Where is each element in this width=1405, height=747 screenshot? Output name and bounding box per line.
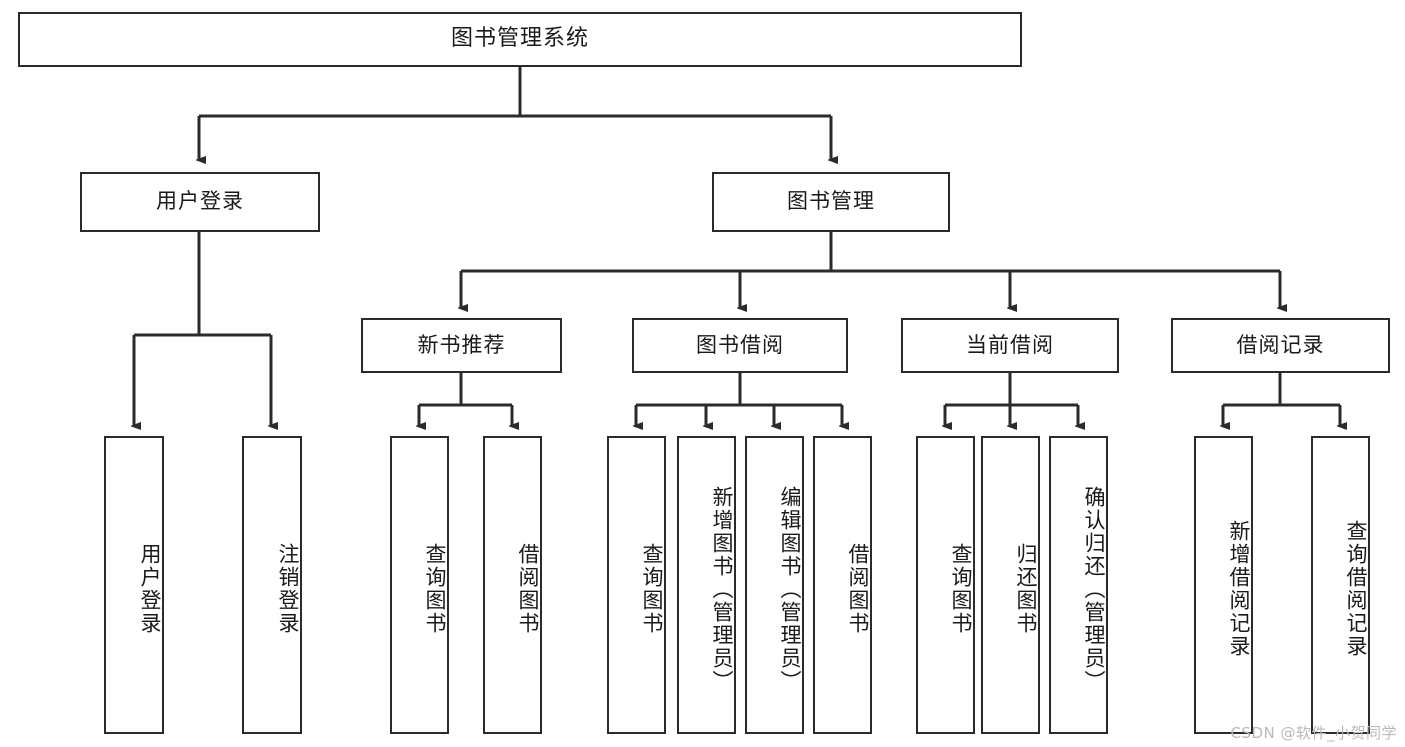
node-new-book-recommend[interactable]: 新书推荐 [361, 318, 562, 373]
leaf-add-borrow-record[interactable]: 新增借阅记录 [1194, 436, 1253, 734]
node-current-borrow-label: 当前借阅 [966, 332, 1054, 357]
leaf-query-borrow-record-label: 查询借阅记录 [1344, 520, 1368, 658]
leaf-user-login-label: 用户登录 [138, 543, 162, 635]
leaf-logout[interactable]: 注销登录 [242, 436, 302, 734]
leaf-query-book-recommend-label: 查询图书 [423, 543, 447, 635]
leaf-query-borrow-record[interactable]: 查询借阅记录 [1311, 436, 1370, 734]
node-book-borrow[interactable]: 图书借阅 [632, 318, 848, 373]
leaf-query-book[interactable]: 查询图书 [607, 436, 666, 734]
leaf-confirm-return-admin-label: 确认归还（管理员） [1082, 485, 1106, 693]
leaf-borrow-book-label: 借阅图书 [846, 543, 870, 635]
node-book-borrow-label: 图书借阅 [696, 332, 784, 357]
leaf-user-login[interactable]: 用户登录 [104, 436, 164, 734]
node-current-borrow[interactable]: 当前借阅 [901, 318, 1119, 373]
leaf-borrow-book-recommend-label: 借阅图书 [516, 543, 540, 635]
node-borrow-records-label: 借阅记录 [1236, 332, 1325, 357]
leaf-edit-book-admin-label: 编辑图书（管理员） [778, 485, 802, 693]
node-user-login[interactable]: 用户登录 [80, 172, 320, 232]
node-user-login-label: 用户登录 [156, 189, 244, 214]
leaf-query-book-label: 查询图书 [640, 543, 664, 635]
node-root-label: 图书管理系统 [450, 26, 589, 52]
node-new-book-recommend-label: 新书推荐 [417, 332, 506, 357]
watermark: CSDN @软件_小贺同学 [1230, 724, 1397, 742]
leaf-logout-label: 注销登录 [276, 543, 300, 635]
leaf-confirm-return-admin[interactable]: 确认归还（管理员） [1049, 436, 1108, 734]
node-book-management[interactable]: 图书管理 [712, 172, 950, 232]
leaf-add-book-admin[interactable]: 新增图书（管理员） [677, 436, 736, 734]
leaf-add-book-admin-label: 新增图书（管理员） [710, 485, 734, 693]
leaf-borrow-book[interactable]: 借阅图书 [813, 436, 872, 734]
leaf-query-book-current[interactable]: 查询图书 [916, 436, 975, 734]
node-root[interactable]: 图书管理系统 [18, 12, 1022, 67]
leaf-return-book[interactable]: 归还图书 [981, 436, 1040, 734]
leaf-edit-book-admin[interactable]: 编辑图书（管理员） [745, 436, 804, 734]
leaf-return-book-label: 归还图书 [1014, 543, 1038, 635]
leaf-query-book-current-label: 查询图书 [949, 543, 973, 635]
leaf-add-borrow-record-label: 新增借阅记录 [1227, 520, 1251, 658]
node-book-management-label: 图书管理 [787, 189, 875, 214]
leaf-borrow-book-recommend[interactable]: 借阅图书 [483, 436, 542, 734]
node-borrow-records[interactable]: 借阅记录 [1171, 318, 1390, 373]
leaf-query-book-recommend[interactable]: 查询图书 [390, 436, 449, 734]
